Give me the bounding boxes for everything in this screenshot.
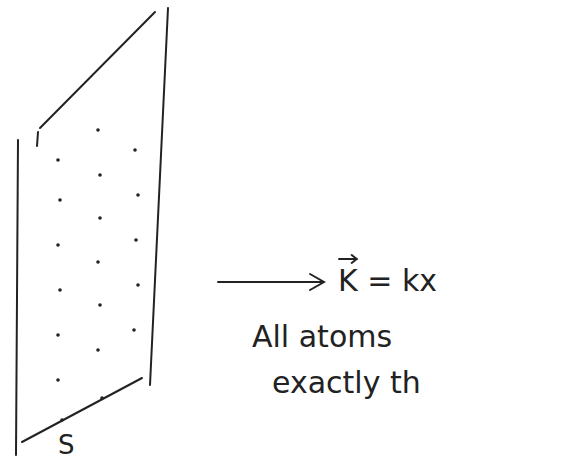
plane-edge xyxy=(40,12,155,128)
surface-label: S xyxy=(58,432,75,458)
plane-edge xyxy=(22,378,142,442)
plane-edge xyxy=(150,8,168,385)
plane-edge xyxy=(16,140,18,455)
arrow-head xyxy=(310,274,324,290)
note-text: All atoms xyxy=(252,322,392,352)
vector-arrow-head xyxy=(352,255,357,263)
plane-edge xyxy=(37,132,38,146)
vector-arrow xyxy=(339,258,357,260)
wave-vector-label: K = kx xyxy=(338,266,437,296)
wave-vector-arrow xyxy=(218,281,322,283)
note-text: exactly th xyxy=(272,368,421,398)
atom-dots xyxy=(56,128,140,422)
